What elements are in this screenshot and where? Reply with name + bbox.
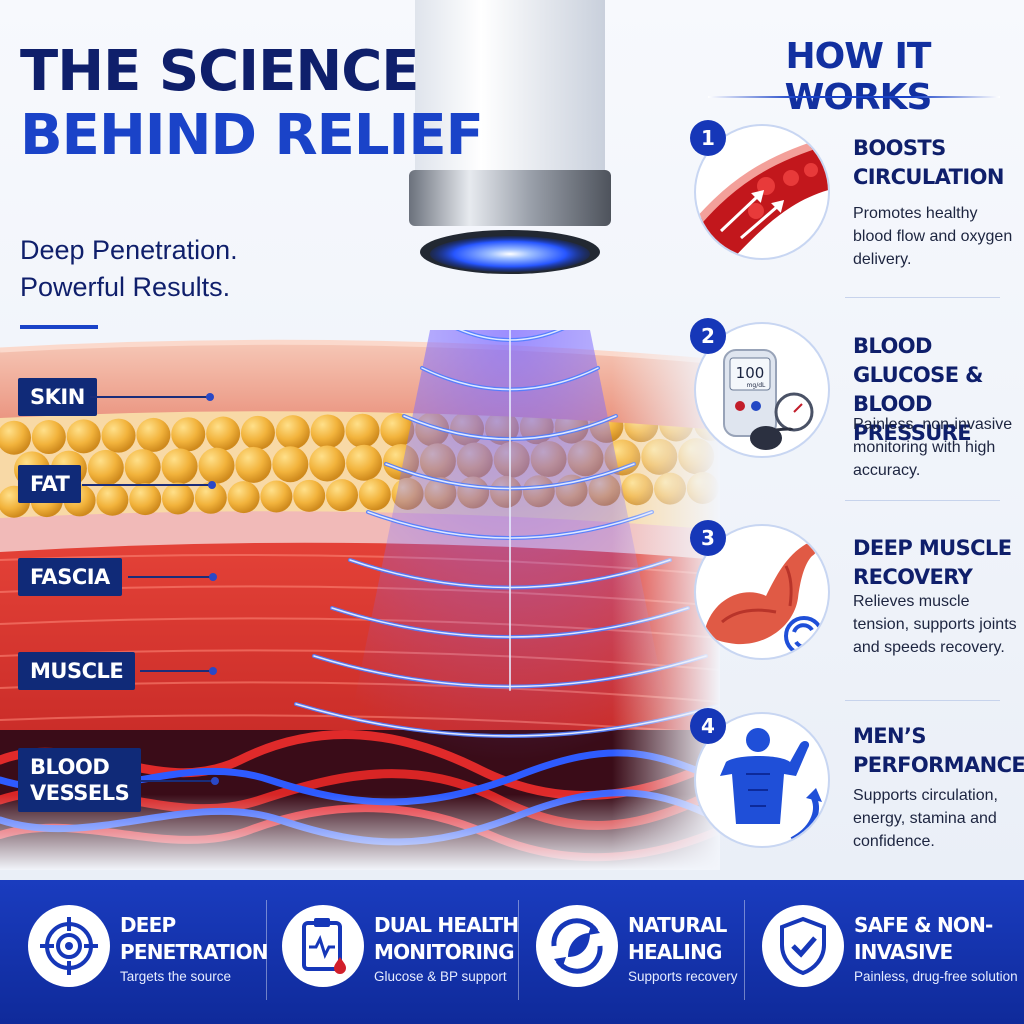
athlete-icon — [694, 712, 830, 848]
step-title: BLOOD GLUCOSE & BLOOD PRESSURE — [853, 334, 983, 445]
feature-title: DUAL HEALTH MONITORING — [374, 913, 519, 964]
features-bar: DEEP PENETRATION Targets the source DUAL… — [0, 880, 1024, 1024]
leader-blood-vessels — [140, 777, 219, 785]
step-description: Relieves muscle tension, supports joints… — [853, 593, 1017, 656]
layer-label-muscle: MUSCLE — [18, 652, 136, 690]
clipboard-icon — [282, 905, 364, 987]
leader-muscle — [140, 667, 217, 675]
leader-fat — [82, 481, 216, 489]
feature-title: NATURAL HEALING — [628, 913, 727, 964]
layer-label-blood-vessels: BLOOD VESSELS — [18, 748, 142, 812]
leader-fascia — [128, 573, 217, 581]
feature-title: DEEP PENETRATION — [120, 913, 269, 964]
how-it-works-underline — [708, 96, 1000, 98]
step-description: Promotes healthy blood flow and oxygen d… — [853, 205, 1013, 268]
glucose-meter-icon: 100 mg/dL — [694, 322, 830, 458]
tagline-line-2: Powerful Results. — [20, 272, 231, 302]
meter-reading: 100 — [736, 364, 765, 382]
leader-skin — [90, 393, 214, 401]
feature-subtitle: Glucose & BP support — [374, 969, 507, 984]
target-icon — [28, 905, 110, 987]
feature-subtitle: Targets the source — [120, 969, 232, 984]
step-divider — [845, 297, 1000, 298]
tagline-underline — [20, 325, 98, 329]
headline-line-1: THE SCIENCE — [20, 39, 420, 104]
meter-unit: mg/dL — [747, 382, 766, 389]
step-description: Supports circulation, energy, stamina an… — [853, 787, 998, 850]
step-deep-muscle-recovery: 3 DEEP MUSCLE RECOVERY Relieves muscle t… — [690, 520, 1020, 710]
feature-divider — [266, 900, 267, 1000]
step-divider — [845, 700, 1000, 701]
how-it-works-title: HOW IT WORKS — [784, 36, 933, 118]
layer-label-fat: FAT — [18, 465, 82, 503]
step-number: 1 — [690, 120, 726, 156]
main-headline: THE SCIENCE BEHIND RELIEF — [20, 39, 484, 168]
shield-check-icon — [762, 905, 844, 987]
step-title: BOOSTS CIRCULATION — [853, 136, 1004, 189]
step-mens-performance: 4 MEN’S PERFORMANCE Supports circulation… — [690, 708, 1024, 898]
step-number: 2 — [690, 318, 726, 354]
step-number: 3 — [690, 520, 726, 556]
feature-divider — [518, 900, 519, 1000]
tagline-line-1: Deep Penetration. — [20, 235, 238, 265]
feature-subtitle: Supports recovery — [628, 969, 738, 984]
step-title: MEN’S PERFORMANCE — [853, 724, 1024, 777]
feature-subtitle: Painless, drug-free solution — [854, 969, 1018, 984]
tagline: Deep Penetration. Powerful Results. — [20, 232, 238, 306]
emitter-glow — [430, 236, 590, 272]
step-divider — [845, 500, 1000, 501]
step-description: Painless, non-invasive monitoring with h… — [853, 416, 1013, 479]
layer-label-fascia: FASCIA — [18, 558, 122, 596]
step-boosts-circulation: 1 BOOSTS CIRCULATION Promotes healthy bl… — [690, 120, 1020, 310]
layer-label-skin: SKIN — [18, 378, 97, 416]
step-blood-glucose: 100 mg/dL 2 BLOOD GLUCOSE & BLOOD PRESSU… — [690, 318, 1020, 508]
headline-line-2: BEHIND RELIEF — [20, 103, 484, 168]
device-probe — [409, 0, 611, 274]
step-number: 4 — [690, 708, 726, 744]
feature-divider — [744, 900, 745, 1000]
leaf-icon — [536, 905, 618, 987]
feature-title: SAFE & NON-INVASIVE — [854, 913, 993, 964]
step-title: DEEP MUSCLE RECOVERY — [853, 536, 1012, 589]
